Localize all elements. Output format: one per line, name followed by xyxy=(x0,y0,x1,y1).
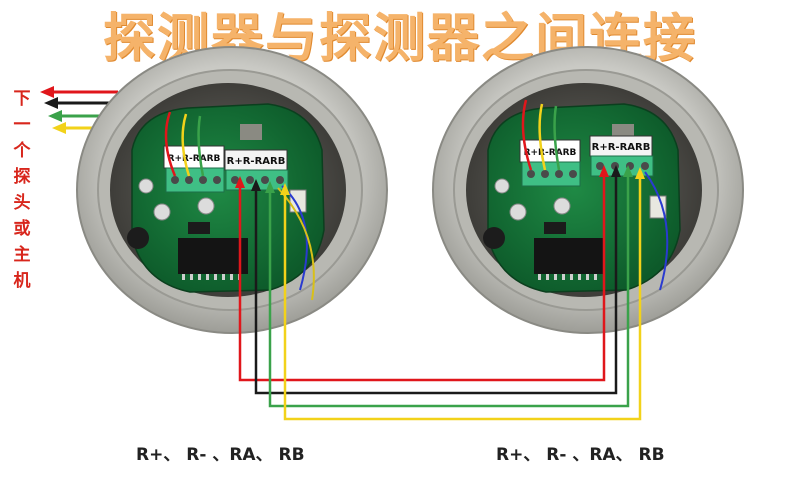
capacitor xyxy=(483,227,505,249)
pin-labels-left: R+、 R- 、RA、 RB xyxy=(136,445,305,465)
wire-r-minus xyxy=(254,172,618,395)
terminal-label-white: R+R-RARB xyxy=(227,156,286,167)
left-pcb: R+R-RARB R+R-RARB xyxy=(127,103,325,293)
capacitor xyxy=(138,178,154,194)
transistor xyxy=(544,222,566,234)
capacitor xyxy=(494,178,510,194)
right-detector: R+R-RARB R+R-RARB xyxy=(432,46,744,334)
terminal-label-green: R+R-RARB xyxy=(524,148,577,158)
ic-chip xyxy=(178,238,248,274)
transistor xyxy=(188,222,210,234)
connection-wires xyxy=(235,165,645,421)
left-detector: R+R-RARB R+R-RARB xyxy=(76,46,388,334)
component xyxy=(240,124,262,140)
capacitor xyxy=(509,203,527,221)
arrow-black xyxy=(44,97,112,109)
wire-r-plus xyxy=(238,172,606,382)
capacitor xyxy=(127,227,149,249)
arrow-red xyxy=(40,86,118,98)
right-pcb: R+R-RARB R+R-RARB xyxy=(483,103,681,293)
terminal-label-white: R+R-RARB xyxy=(592,142,651,153)
terminal-label-green: R+R-RARB xyxy=(168,154,221,164)
capacitor xyxy=(197,197,215,215)
next-probe-or-host-label: 下一个探头或主机 xyxy=(13,89,31,291)
ic-chip xyxy=(534,238,604,274)
wire-ra xyxy=(268,172,630,408)
arrow-group xyxy=(40,86,118,134)
pin-labels-right: R+、 R- 、RA、 RB xyxy=(496,445,665,465)
wire-rb xyxy=(283,174,642,421)
capacitor xyxy=(153,203,171,221)
capacitor xyxy=(553,197,571,215)
component xyxy=(289,189,307,213)
